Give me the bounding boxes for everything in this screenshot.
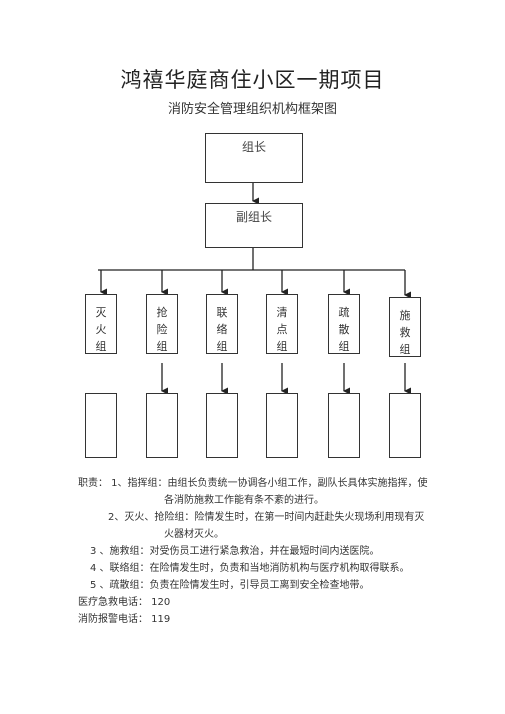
duty-line-6: 4 、联络组：在险情发生时，负责和当地消防机构与医疗机构取得联系。 — [90, 563, 410, 574]
duty-line-1: 职责： 1、指挥组：由组长负责统一协调各小组工作，副队长具体实施指挥，使 — [78, 478, 428, 489]
group-label-5: 疏散组 — [338, 306, 350, 353]
page-subtitle: 消防安全管理组织机构框架图 — [167, 102, 337, 117]
page-title: 鸿禧华庭商住小区一期项目 — [120, 68, 385, 92]
group-box-2: 抢险组 — [146, 294, 178, 354]
duty-line-2: 各消防施救工作能有条不紊的进行。 — [164, 495, 324, 506]
group-label-4: 清点组 — [276, 306, 288, 353]
duties-section: 职责： 1、指挥组：由组长负责统一协调各小组工作，副队长具体实施指挥，使 各消防… — [78, 475, 478, 625]
sub-box-3 — [206, 393, 238, 458]
group-box-5: 疏散组 — [328, 294, 360, 354]
group-label-1: 灭火组 — [95, 306, 107, 353]
group-label-6: 施救组 — [399, 309, 411, 356]
group-box-1: 灭火组 — [85, 294, 117, 354]
emergency-phone: 医疗急救电话： 120 — [78, 597, 171, 608]
deputy-box: 副组长 — [205, 203, 303, 248]
leader-box: 组长 — [205, 133, 303, 183]
duty-line-5: 3 、施救组：对受伤员工进行紧急救治，并在最短时间内送医院。 — [90, 546, 380, 557]
duty-line-4: 火器材灭火。 — [164, 529, 224, 540]
fire-phone: 消防报警电话： 119 — [78, 614, 171, 625]
leader-label: 组长 — [241, 140, 266, 154]
group-box-4: 清点组 — [266, 294, 298, 354]
group-box-3: 联络组 — [206, 294, 238, 354]
duty-line-3: 2、灭火、抢险组：险情发生时，在第一时间内赶赴失火现场利用现有灭 — [108, 512, 425, 523]
sub-box-4 — [266, 393, 298, 458]
sub-box-1 — [85, 393, 117, 458]
sub-box-2 — [146, 393, 178, 458]
group-label-3: 联络组 — [216, 306, 228, 353]
duty-line-7: 5 、疏散组：负责在险情发生时，引导员工离到安全检查地带。 — [90, 580, 370, 591]
group-label-2: 抢险组 — [156, 306, 168, 353]
sub-box-5 — [328, 393, 360, 458]
sub-box-6 — [389, 393, 421, 458]
deputy-label: 副组长 — [235, 210, 272, 224]
group-box-6: 施救组 — [389, 297, 421, 357]
